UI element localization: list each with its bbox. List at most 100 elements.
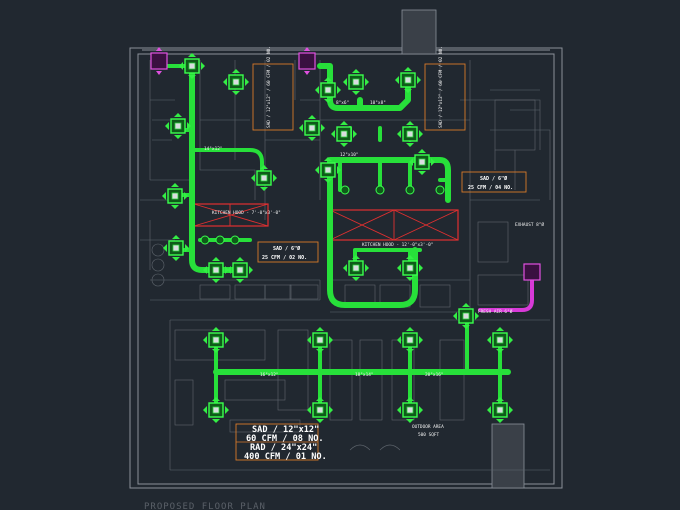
- air-throw-arrow: [236, 279, 244, 283]
- legend-block: SAD / 12"x12" 60 CFM / 08 NO. RAD / 24"x…: [235, 423, 327, 462]
- air-throw-arrow: [185, 244, 189, 252]
- air-throw-arrow: [324, 77, 332, 81]
- sad-left-line1: SAD / 6"Ø: [273, 245, 300, 252]
- air-throw-arrow: [340, 121, 348, 125]
- air-throw-arrow: [404, 89, 412, 93]
- sad-right-line1: SAD / 6"Ø: [480, 175, 507, 182]
- air-throw-arrow: [232, 69, 240, 73]
- air-throw-arrow: [260, 187, 268, 191]
- supply-diffuser: [179, 53, 205, 79]
- supply-diffuser: [165, 113, 191, 139]
- air-throw-arrow: [397, 406, 401, 414]
- air-throw-arrow: [321, 124, 325, 132]
- note-sad-left: SAD / 6"Ø 25 CFM / 02 NO.: [257, 241, 319, 263]
- air-throw-arrow: [406, 349, 414, 353]
- supply-diffuser: [397, 121, 423, 147]
- supply-diffuser: [397, 327, 423, 353]
- air-throw-arrow: [251, 174, 255, 182]
- air-throw-arrow: [172, 257, 180, 261]
- supply-duct-network: [161, 63, 511, 412]
- air-throw-arrow: [260, 165, 268, 169]
- supply-diffuser: [307, 327, 333, 353]
- air-throw-arrow: [337, 86, 341, 94]
- air-throw-arrow: [188, 75, 196, 79]
- supply-diffuser: [487, 397, 513, 423]
- air-throw-arrow: [462, 325, 470, 329]
- supply-diffuser: [315, 157, 341, 183]
- air-throw-arrow: [509, 406, 513, 414]
- air-throw-arrow: [419, 264, 423, 272]
- air-throw-arrow: [316, 419, 324, 423]
- air-throw-arrow: [406, 121, 414, 125]
- air-throw-arrow: [329, 336, 333, 344]
- air-throw-arrow: [165, 122, 169, 130]
- air-throw-arrow: [352, 277, 360, 281]
- area-value: 500 SQFT: [418, 432, 440, 438]
- supply-diffuser: [162, 183, 188, 209]
- air-throw-arrow: [409, 158, 413, 166]
- air-throw-arrow: [406, 419, 414, 423]
- supply-diffuser: [453, 303, 479, 329]
- air-throw-arrow: [352, 255, 360, 259]
- air-throw-arrow: [171, 205, 179, 209]
- air-throw-arrow: [324, 99, 332, 103]
- air-throw-arrow: [418, 171, 426, 175]
- supply-diffuser: [307, 397, 333, 423]
- vertical-note-left: SAD / 12"x12" / 60 CFM / 02 NO.: [252, 46, 294, 131]
- air-throw-arrow: [184, 192, 188, 200]
- sad-left-line2: 25 CFM / 02 NO.: [262, 255, 307, 261]
- air-throw-arrow: [203, 336, 207, 344]
- air-throw-arrow: [188, 53, 196, 57]
- air-throw-arrow: [212, 349, 220, 353]
- air-throw-arrow: [406, 255, 414, 259]
- note-sad-right: SAD / 6"Ø 25 CFM / 04 NO.: [461, 171, 527, 193]
- supply-diffuser: [395, 67, 421, 93]
- legend-line-4: 400 CFM / 01 NO.: [244, 452, 327, 462]
- air-throw-arrow: [236, 257, 244, 261]
- air-throw-arrow: [352, 91, 360, 95]
- air-throw-arrow: [225, 406, 229, 414]
- supply-diffuser: [343, 69, 369, 95]
- air-throw-arrow: [418, 149, 426, 153]
- air-throw-arrow: [212, 397, 220, 401]
- air-throw-arrow: [324, 179, 332, 183]
- supply-diffuser: [203, 397, 229, 423]
- supply-diffuser: [227, 257, 253, 283]
- air-throw-arrow: [365, 78, 369, 86]
- return-duct: [150, 47, 541, 312]
- supply-diffuser: [409, 149, 435, 175]
- air-throw-arrow: [212, 327, 220, 331]
- duct-size-10x8: 10"x8": [370, 100, 386, 106]
- air-throw-arrow: [404, 67, 412, 71]
- air-throw-arrow: [308, 137, 316, 141]
- fresh-air-label: FRESH AIR 6"Ø: [478, 308, 513, 315]
- air-throw-arrow: [496, 419, 504, 423]
- supply-diffuser: [203, 257, 229, 283]
- sad-right-line2: 25 CFM / 04 NO.: [468, 185, 513, 191]
- air-throw-arrow: [316, 327, 324, 331]
- supply-diffusers: [162, 53, 513, 423]
- air-throw-arrow: [273, 174, 277, 182]
- air-throw-arrow: [174, 135, 182, 139]
- air-throw-arrow: [316, 397, 324, 401]
- air-throw-arrow: [315, 86, 319, 94]
- air-throw-arrow: [365, 264, 369, 272]
- supply-diffuser: [223, 69, 249, 95]
- air-throw-arrow: [462, 303, 470, 307]
- area-label: OUTDOOR AREA: [412, 424, 444, 430]
- supply-diffuser: [397, 397, 423, 423]
- legend-line-3: RAD / 24"x24": [250, 443, 317, 453]
- air-throw-arrow: [307, 406, 311, 414]
- air-throw-arrow: [324, 157, 332, 161]
- supply-diffuser: [251, 165, 277, 191]
- air-throw-arrow: [299, 124, 303, 132]
- duct-size-16x12: 16"x12": [260, 372, 279, 378]
- air-throw-arrow: [232, 91, 240, 95]
- air-throw-arrow: [337, 166, 341, 174]
- air-throw-arrow: [225, 336, 229, 344]
- air-throw-arrow: [353, 130, 357, 138]
- kitchen-hood-right-label: KITCHEN HOOD - 12'-0"x3'-0": [362, 242, 433, 248]
- air-throw-arrow: [162, 192, 166, 200]
- air-throw-arrow: [307, 336, 311, 344]
